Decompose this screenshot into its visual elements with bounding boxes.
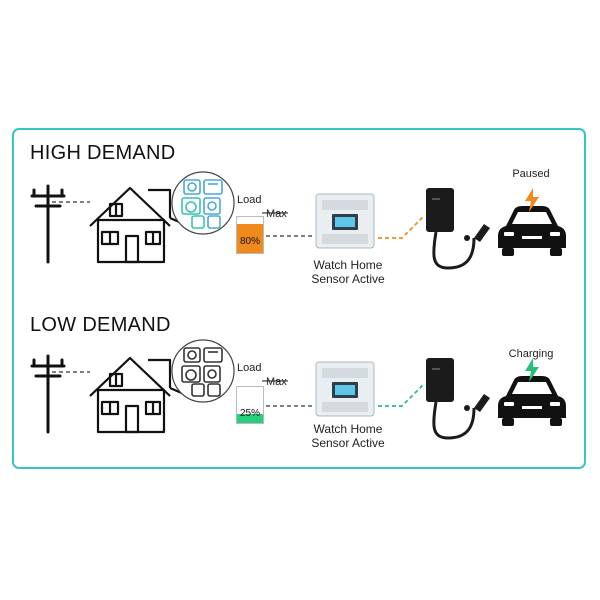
load-meter: 25% [236, 386, 264, 424]
car-status-label: Paused [512, 168, 550, 180]
connector-line-colored [378, 383, 425, 407]
appliances-icon [171, 339, 235, 403]
max-tick [262, 212, 288, 214]
max-label: Max [266, 208, 287, 220]
house-icon [89, 186, 185, 264]
car-icon [498, 206, 566, 256]
sensor-caption-line-1: Watch Home [313, 258, 383, 272]
appliances-icon [171, 171, 235, 235]
utility-pole-icon [30, 354, 66, 434]
load-label: Load [237, 362, 262, 374]
load-label: Load [237, 194, 262, 206]
utility-pole-icon [30, 184, 66, 264]
load-percent: 25% [239, 408, 260, 419]
high-demand-section: HIGH DEMAND [0, 128, 600, 298]
sensor-caption: Watch Home Sensor Active [300, 422, 396, 450]
section-title: HIGH DEMAND [30, 142, 176, 164]
connector-line-colored [378, 215, 425, 239]
load-meter: 80% [236, 216, 264, 254]
max-tick [262, 380, 288, 382]
max-label: Max [266, 376, 287, 388]
connector-line [266, 405, 314, 407]
car-status-label: Charging [508, 348, 554, 360]
pole-wire [52, 371, 90, 373]
house-icon [89, 356, 185, 434]
low-demand-section: LOW DEMAND [0, 300, 600, 470]
wall-charger-icon [426, 358, 490, 440]
home-sensor-device-icon [315, 361, 375, 417]
load-meter-fill [237, 414, 263, 423]
sensor-caption-line-1: Watch Home [313, 422, 383, 436]
lightning-bolt-icon [525, 358, 539, 382]
lightning-bolt-icon [525, 188, 539, 212]
sensor-caption: Watch Home Sensor Active [300, 258, 396, 286]
section-title: LOW DEMAND [30, 314, 171, 336]
sensor-caption-line-2: Sensor Active [311, 272, 385, 286]
load-percent: 80% [239, 236, 260, 247]
wall-charger-icon [426, 188, 490, 270]
diagram-frame [12, 128, 586, 469]
car-icon [498, 376, 566, 426]
pole-wire [52, 201, 90, 203]
home-sensor-device-icon [315, 193, 375, 249]
connector-line [266, 235, 314, 237]
sensor-caption-line-2: Sensor Active [311, 436, 385, 450]
load-meter-fill [237, 224, 263, 253]
